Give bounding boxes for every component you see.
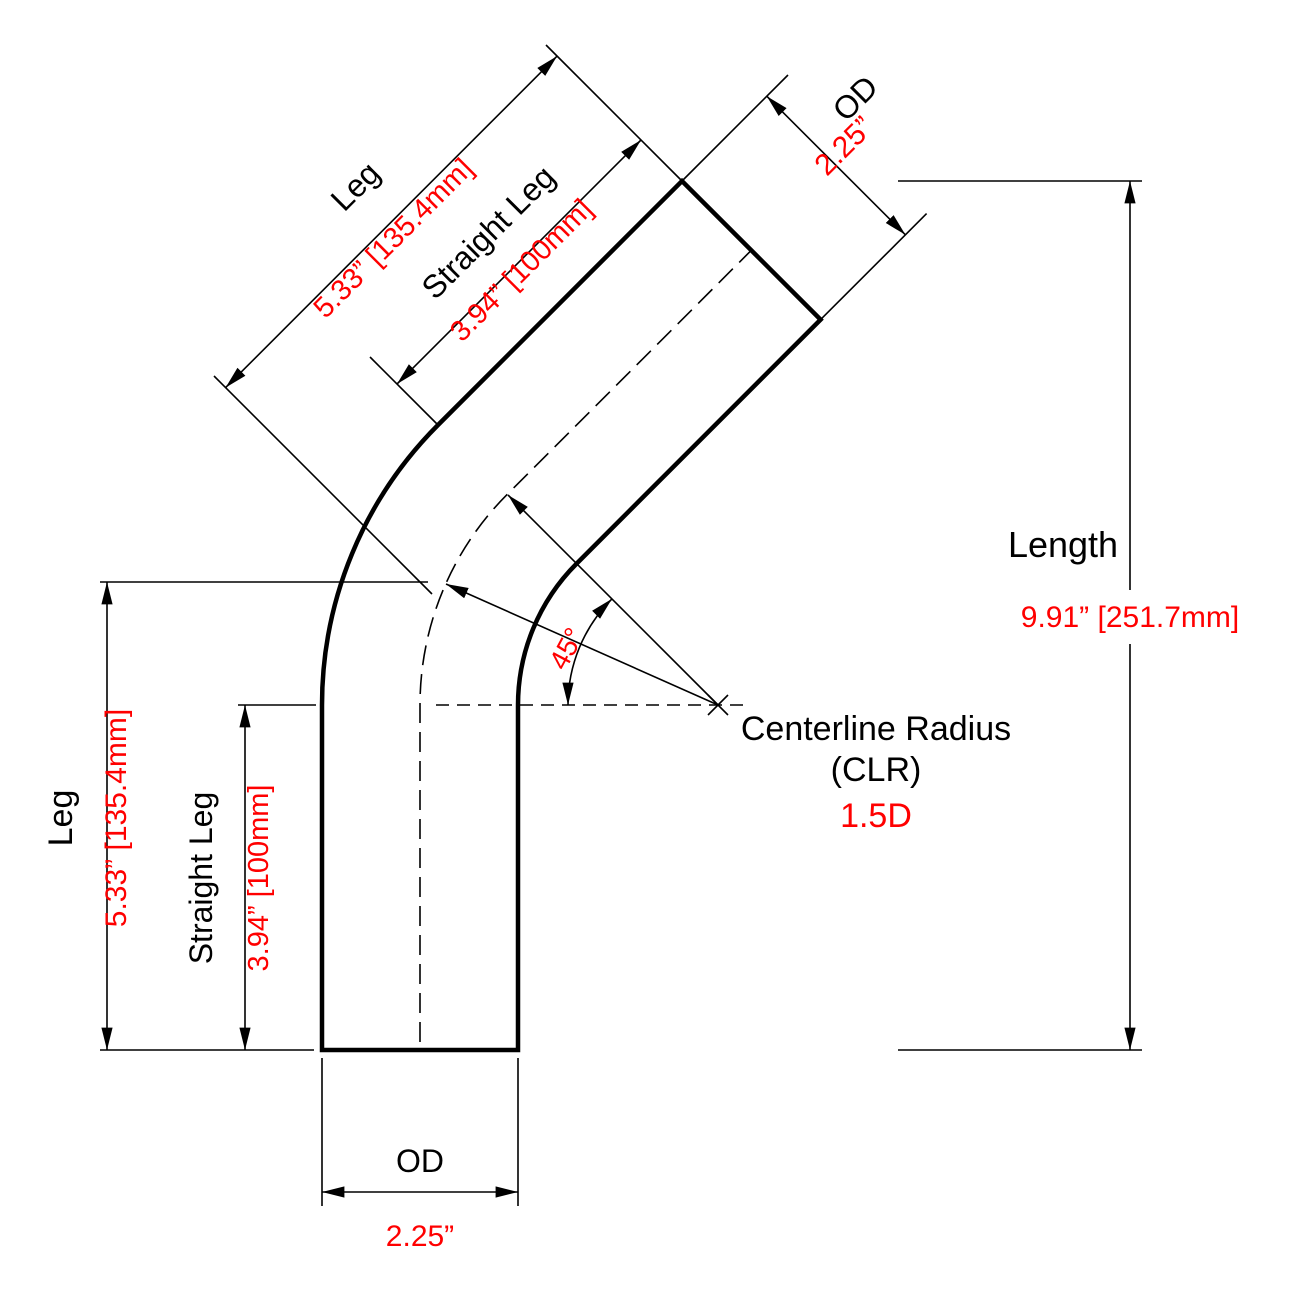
- extension-lines: [100, 44, 1142, 1206]
- leg-left-value: 5.33” [135.4mm]: [100, 709, 133, 927]
- dimension-lines: [101, 55, 1136, 1198]
- od-upper-dimension-line: [766, 95, 906, 236]
- clr-radius-line-45: [507, 494, 719, 706]
- od-bottom-value: 2.25”: [386, 1220, 454, 1253]
- bend-end-plane-extension: [369, 356, 439, 426]
- bend-angle-arc: [562, 598, 613, 706]
- straight-leg-left-label: Straight Leg: [183, 792, 219, 965]
- leg-left-label: Leg: [42, 790, 80, 847]
- leg-upper-label: Leg: [324, 155, 387, 218]
- leg-upper-apex-extension: [213, 375, 433, 595]
- od-upper-right-extension: [820, 213, 928, 321]
- od-upper-left-extension: [681, 74, 789, 182]
- straight-leg-left-value: 3.94” [100mm]: [243, 785, 275, 972]
- leg-upper-value: 5.33” [135.4mm]: [308, 153, 480, 325]
- od-bottom-label: OD: [396, 1143, 444, 1179]
- pipe-outline: [319, 177, 824, 1053]
- pipe-centerline: [419, 249, 752, 1042]
- straight-leg-upper-dimension-line: [396, 139, 642, 385]
- end-cap-plane-extension: [545, 44, 683, 182]
- clr-title: Centerline Radius: [741, 710, 1011, 748]
- length-value: 9.91” [251.7mm]: [1021, 601, 1239, 634]
- clr-value: 1.5D: [840, 797, 912, 835]
- clr-abbr: (CLR): [831, 751, 922, 789]
- length-label: Length: [1008, 524, 1118, 565]
- leg-upper-dimension-line: [225, 55, 558, 389]
